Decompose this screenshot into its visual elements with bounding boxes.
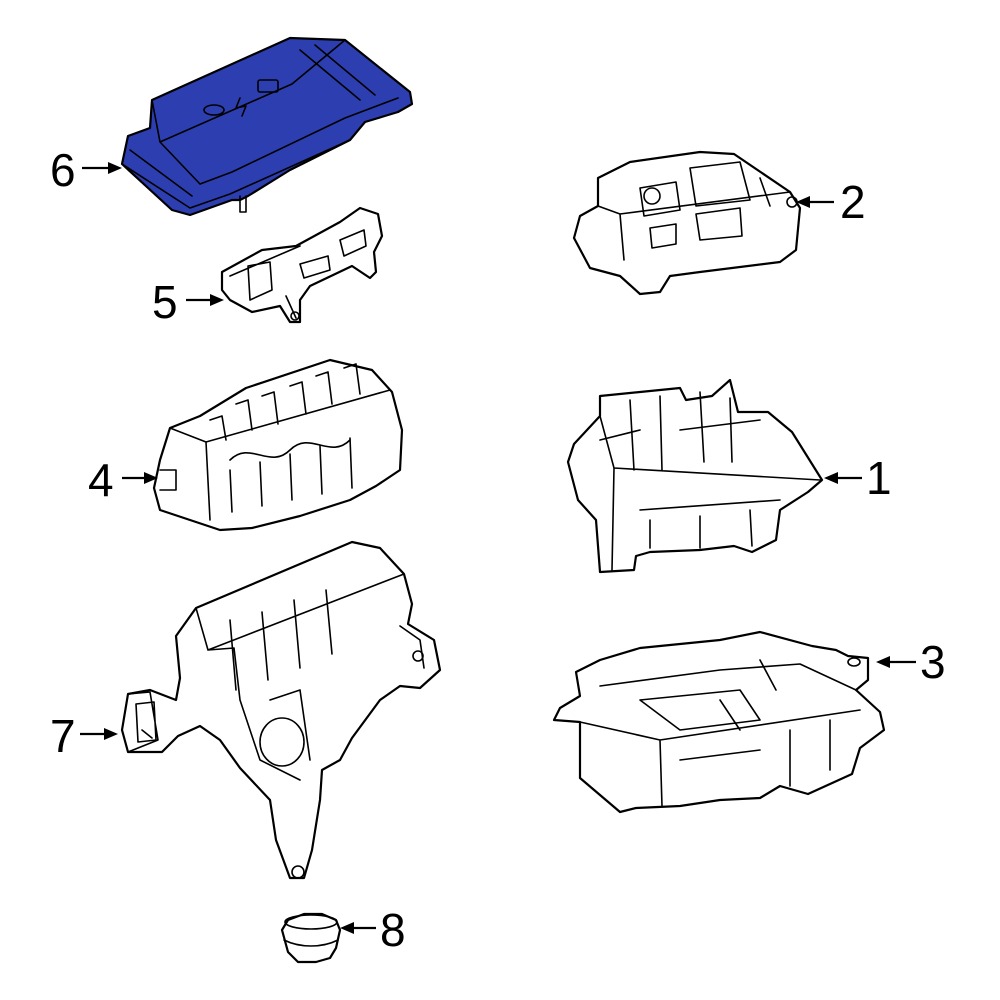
callout-label-7[interactable]: 7 — [50, 710, 76, 762]
callout-label-5[interactable]: 5 — [152, 276, 178, 328]
relay-block-shape — [152, 358, 404, 532]
arrow-head-8 — [340, 922, 354, 934]
housing-details — [127, 573, 425, 781]
part-4-relay-block[interactable] — [152, 358, 404, 532]
tray-shape — [552, 630, 886, 814]
part-1-bracket[interactable] — [566, 378, 824, 574]
arrow-head-5 — [210, 294, 224, 306]
tray-details — [579, 659, 861, 807]
grommet-shape — [280, 912, 342, 964]
housing-tab-hole — [412, 650, 424, 662]
arrow-head-6 — [108, 162, 122, 174]
part-7-housing[interactable] — [120, 540, 442, 880]
cover-lightning-icon — [235, 97, 247, 117]
callout-label-4[interactable]: 4 — [88, 454, 114, 506]
grommet-rim — [284, 914, 338, 930]
callout-label-1[interactable]: 1 — [866, 452, 892, 504]
callout-label-3[interactable]: 3 — [920, 636, 946, 688]
arrow-head-3 — [876, 656, 890, 668]
arrow-head-1 — [824, 472, 838, 484]
arrow-head-2 — [796, 196, 810, 208]
grommet-band — [283, 939, 339, 947]
part-5-retainer[interactable] — [220, 206, 384, 324]
cover-shape — [120, 36, 414, 217]
upper-plate-shape — [572, 150, 802, 296]
cover-pin — [239, 195, 247, 213]
bracket-shape — [566, 378, 824, 574]
housing-port — [259, 717, 305, 767]
cover-ridge-lines — [121, 39, 399, 209]
retainer-details — [229, 229, 367, 319]
arrow-head-4 — [144, 472, 158, 484]
bracket-details — [599, 391, 821, 571]
cover-oval-icon — [203, 104, 225, 116]
upper-plate-hole — [643, 187, 661, 205]
arrow-head-7 — [104, 728, 118, 740]
housing-bottom-hole — [291, 865, 305, 879]
retainer-hole — [290, 311, 300, 321]
part-3-tray[interactable] — [552, 630, 886, 814]
housing-shape — [120, 540, 442, 880]
relay-block-top-details — [169, 363, 391, 521]
callout-arrows — [80, 162, 916, 934]
callout-label-6[interactable]: 6 — [50, 144, 76, 196]
part-2-upper-plate[interactable] — [572, 150, 802, 296]
part-8-grommet[interactable] — [280, 912, 342, 964]
tray-tab-hole — [847, 657, 861, 667]
retainer-shape — [220, 206, 384, 324]
part-6-cover[interactable] — [120, 36, 414, 217]
callout-label-8[interactable]: 8 — [380, 904, 406, 956]
callout-label-2[interactable]: 2 — [840, 176, 866, 228]
relay-block-front-details — [159, 437, 353, 513]
upper-plate-details — [597, 161, 791, 261]
callout-labels: 6 2 5 4 1 3 7 8 — [50, 144, 946, 956]
cover-battery-icon — [257, 79, 279, 93]
